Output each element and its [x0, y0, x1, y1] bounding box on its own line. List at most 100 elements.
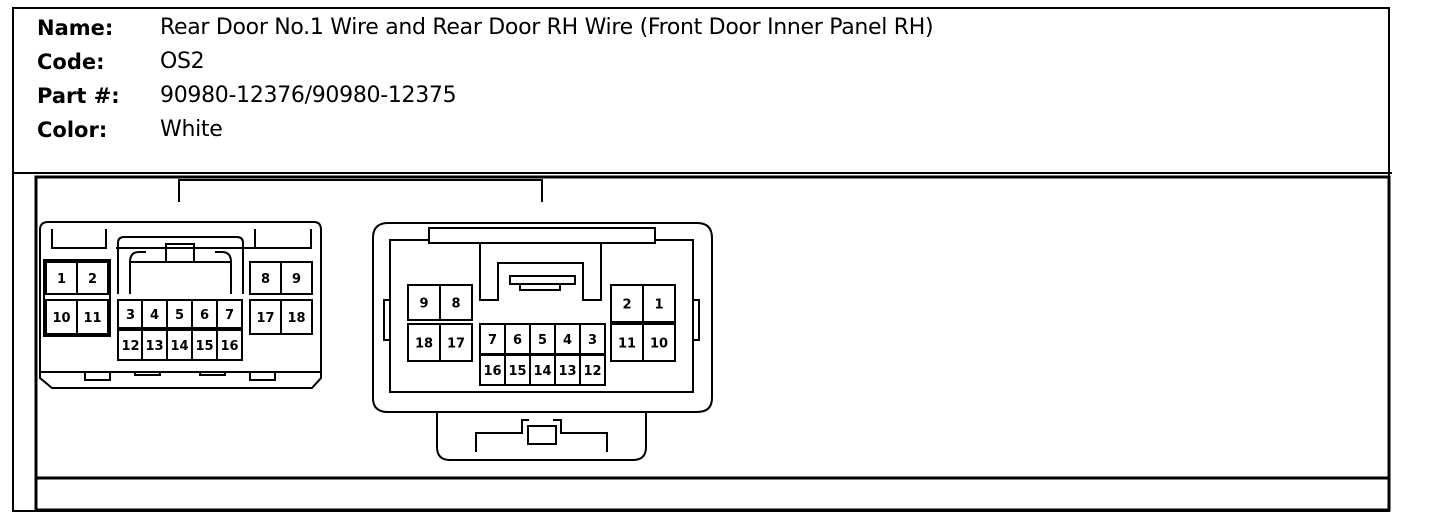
- right-pin-label: 4: [563, 333, 572, 348]
- right-pin-label: 1: [654, 298, 663, 313]
- left-pin-label: 17: [256, 311, 274, 326]
- connector-bracket: [178, 179, 543, 202]
- left-connector-inner: [40, 229, 321, 373]
- left-lock-latch: [165, 243, 195, 263]
- right-pin-label: 17: [447, 337, 465, 352]
- right-connector-pin-14: 14: [529, 354, 556, 386]
- part-number-value: 90980-12376/90980-12375: [160, 83, 457, 108]
- right-connector-body: [372, 222, 713, 413]
- right-pin-label: 18: [415, 337, 433, 352]
- right-bottom-lock: [436, 412, 647, 461]
- right-connector-pin-4: 4: [554, 323, 581, 355]
- left-connector-pin-4: 4: [141, 299, 168, 329]
- right-connector-pin-10: 10: [642, 323, 676, 362]
- left-connector-pin-16: 16: [216, 329, 243, 361]
- left-connector-pin-15: 15: [191, 329, 218, 361]
- left-connector: [39, 221, 322, 389]
- left-pin-label: 15: [195, 339, 213, 354]
- left-connector-pin-6: 6: [191, 299, 218, 329]
- right-connector-pin-17: 17: [439, 323, 473, 362]
- left-connector-pin-5: 5: [166, 299, 193, 329]
- name-label: Name:: [37, 16, 114, 40]
- part-number-label: Part #:: [37, 84, 120, 108]
- right-connector-pin-2: 2: [610, 284, 644, 323]
- right-connector-pin-5: 5: [529, 323, 556, 355]
- left-pin-label: 9: [292, 272, 301, 287]
- right-connector-pin-9: 9: [407, 284, 441, 321]
- left-connector-pin-9: 9: [280, 261, 313, 295]
- code-label: Code:: [37, 50, 105, 74]
- diagram-box: [34, 175, 1391, 512]
- right-connector-pin-11: 11: [610, 323, 644, 362]
- right-pin-label: 15: [508, 364, 526, 379]
- right-pin-label: 10: [650, 337, 668, 352]
- left-block-a: [43, 259, 111, 337]
- left-connector-pin-13: 13: [141, 329, 168, 361]
- right-bottom-lock-inner: [475, 419, 608, 452]
- right-connector-pin-8: 8: [439, 284, 473, 321]
- left-connector-body: [39, 221, 322, 389]
- left-pin-label: 16: [220, 339, 238, 354]
- right-pin-label: 11: [618, 337, 636, 352]
- left-connector-pin-17: 17: [249, 299, 282, 335]
- left-connector-pin-7: 7: [216, 299, 243, 329]
- right-pin-label: 16: [483, 364, 501, 379]
- left-pin-label: 8: [261, 272, 270, 287]
- right-connector-pin-13: 13: [554, 354, 581, 386]
- right-side-tabs: [383, 299, 700, 341]
- right-pin-label: 14: [533, 364, 551, 379]
- left-latch-arms: [129, 251, 232, 263]
- left-pin-label: 12: [121, 339, 139, 354]
- diagram-footer-strip: [36, 480, 1390, 510]
- left-pin-label: 14: [170, 339, 188, 354]
- left-connector-pin-12: 12: [117, 329, 144, 361]
- left-connector-pin-1: 1: [45, 261, 78, 295]
- left-pin-label: 13: [145, 339, 163, 354]
- left-pin-label: 10: [52, 311, 70, 326]
- right-pin-label: 6: [513, 333, 522, 348]
- left-connector-pin-2: 2: [76, 261, 109, 295]
- left-connector-pin-14: 14: [166, 329, 193, 361]
- left-pin-label: 5: [175, 308, 184, 323]
- right-connector-pin-7: 7: [479, 323, 506, 355]
- right-connector-pin-18: 18: [407, 323, 441, 362]
- color-value: White: [160, 117, 223, 142]
- right-inner-top-recess: [428, 240, 656, 301]
- left-pin-label: 11: [83, 311, 101, 326]
- right-pin-label: 5: [538, 333, 547, 348]
- right-pin-label: 2: [622, 298, 631, 313]
- right-pin-label: 7: [488, 333, 497, 348]
- right-connector: [372, 222, 713, 461]
- right-connector-pin-6: 6: [504, 323, 531, 355]
- left-lock-inner: [129, 261, 232, 294]
- right-pin-label: 8: [451, 297, 460, 312]
- right-pin-label: 3: [588, 333, 597, 348]
- left-connector-pin-3: 3: [117, 299, 144, 329]
- left-connector-pin-10: 10: [45, 299, 78, 335]
- right-connector-pin-15: 15: [504, 354, 531, 386]
- left-pin-label: 7: [225, 308, 234, 323]
- right-center-latch: [509, 275, 576, 291]
- left-pin-label: 2: [88, 272, 97, 287]
- left-pin-label: 3: [126, 308, 135, 323]
- name-value: Rear Door No.1 Wire and Rear Door RH Wir…: [160, 15, 934, 40]
- right-pin-label: 9: [419, 297, 428, 312]
- left-pin-label: 6: [200, 308, 209, 323]
- right-lock-knob: [527, 425, 557, 445]
- right-connector-pin-12: 12: [579, 354, 606, 386]
- right-connector-pin-3: 3: [579, 323, 606, 355]
- left-bottom-notches: [84, 372, 276, 381]
- right-connector-pin-16: 16: [479, 354, 506, 386]
- right-pin-label: 12: [583, 364, 601, 379]
- left-connector-pin-18: 18: [280, 299, 313, 335]
- right-connector-pin-1: 1: [642, 284, 676, 323]
- left-connector-pin-11: 11: [76, 299, 109, 335]
- left-pin-label: 18: [287, 311, 305, 326]
- right-pin-label: 13: [558, 364, 576, 379]
- left-pin-label: 4: [150, 308, 159, 323]
- color-label: Color:: [37, 118, 108, 142]
- left-pin-label: 1: [57, 272, 66, 287]
- left-connector-pin-8: 8: [249, 261, 282, 295]
- code-value: OS2: [160, 49, 205, 74]
